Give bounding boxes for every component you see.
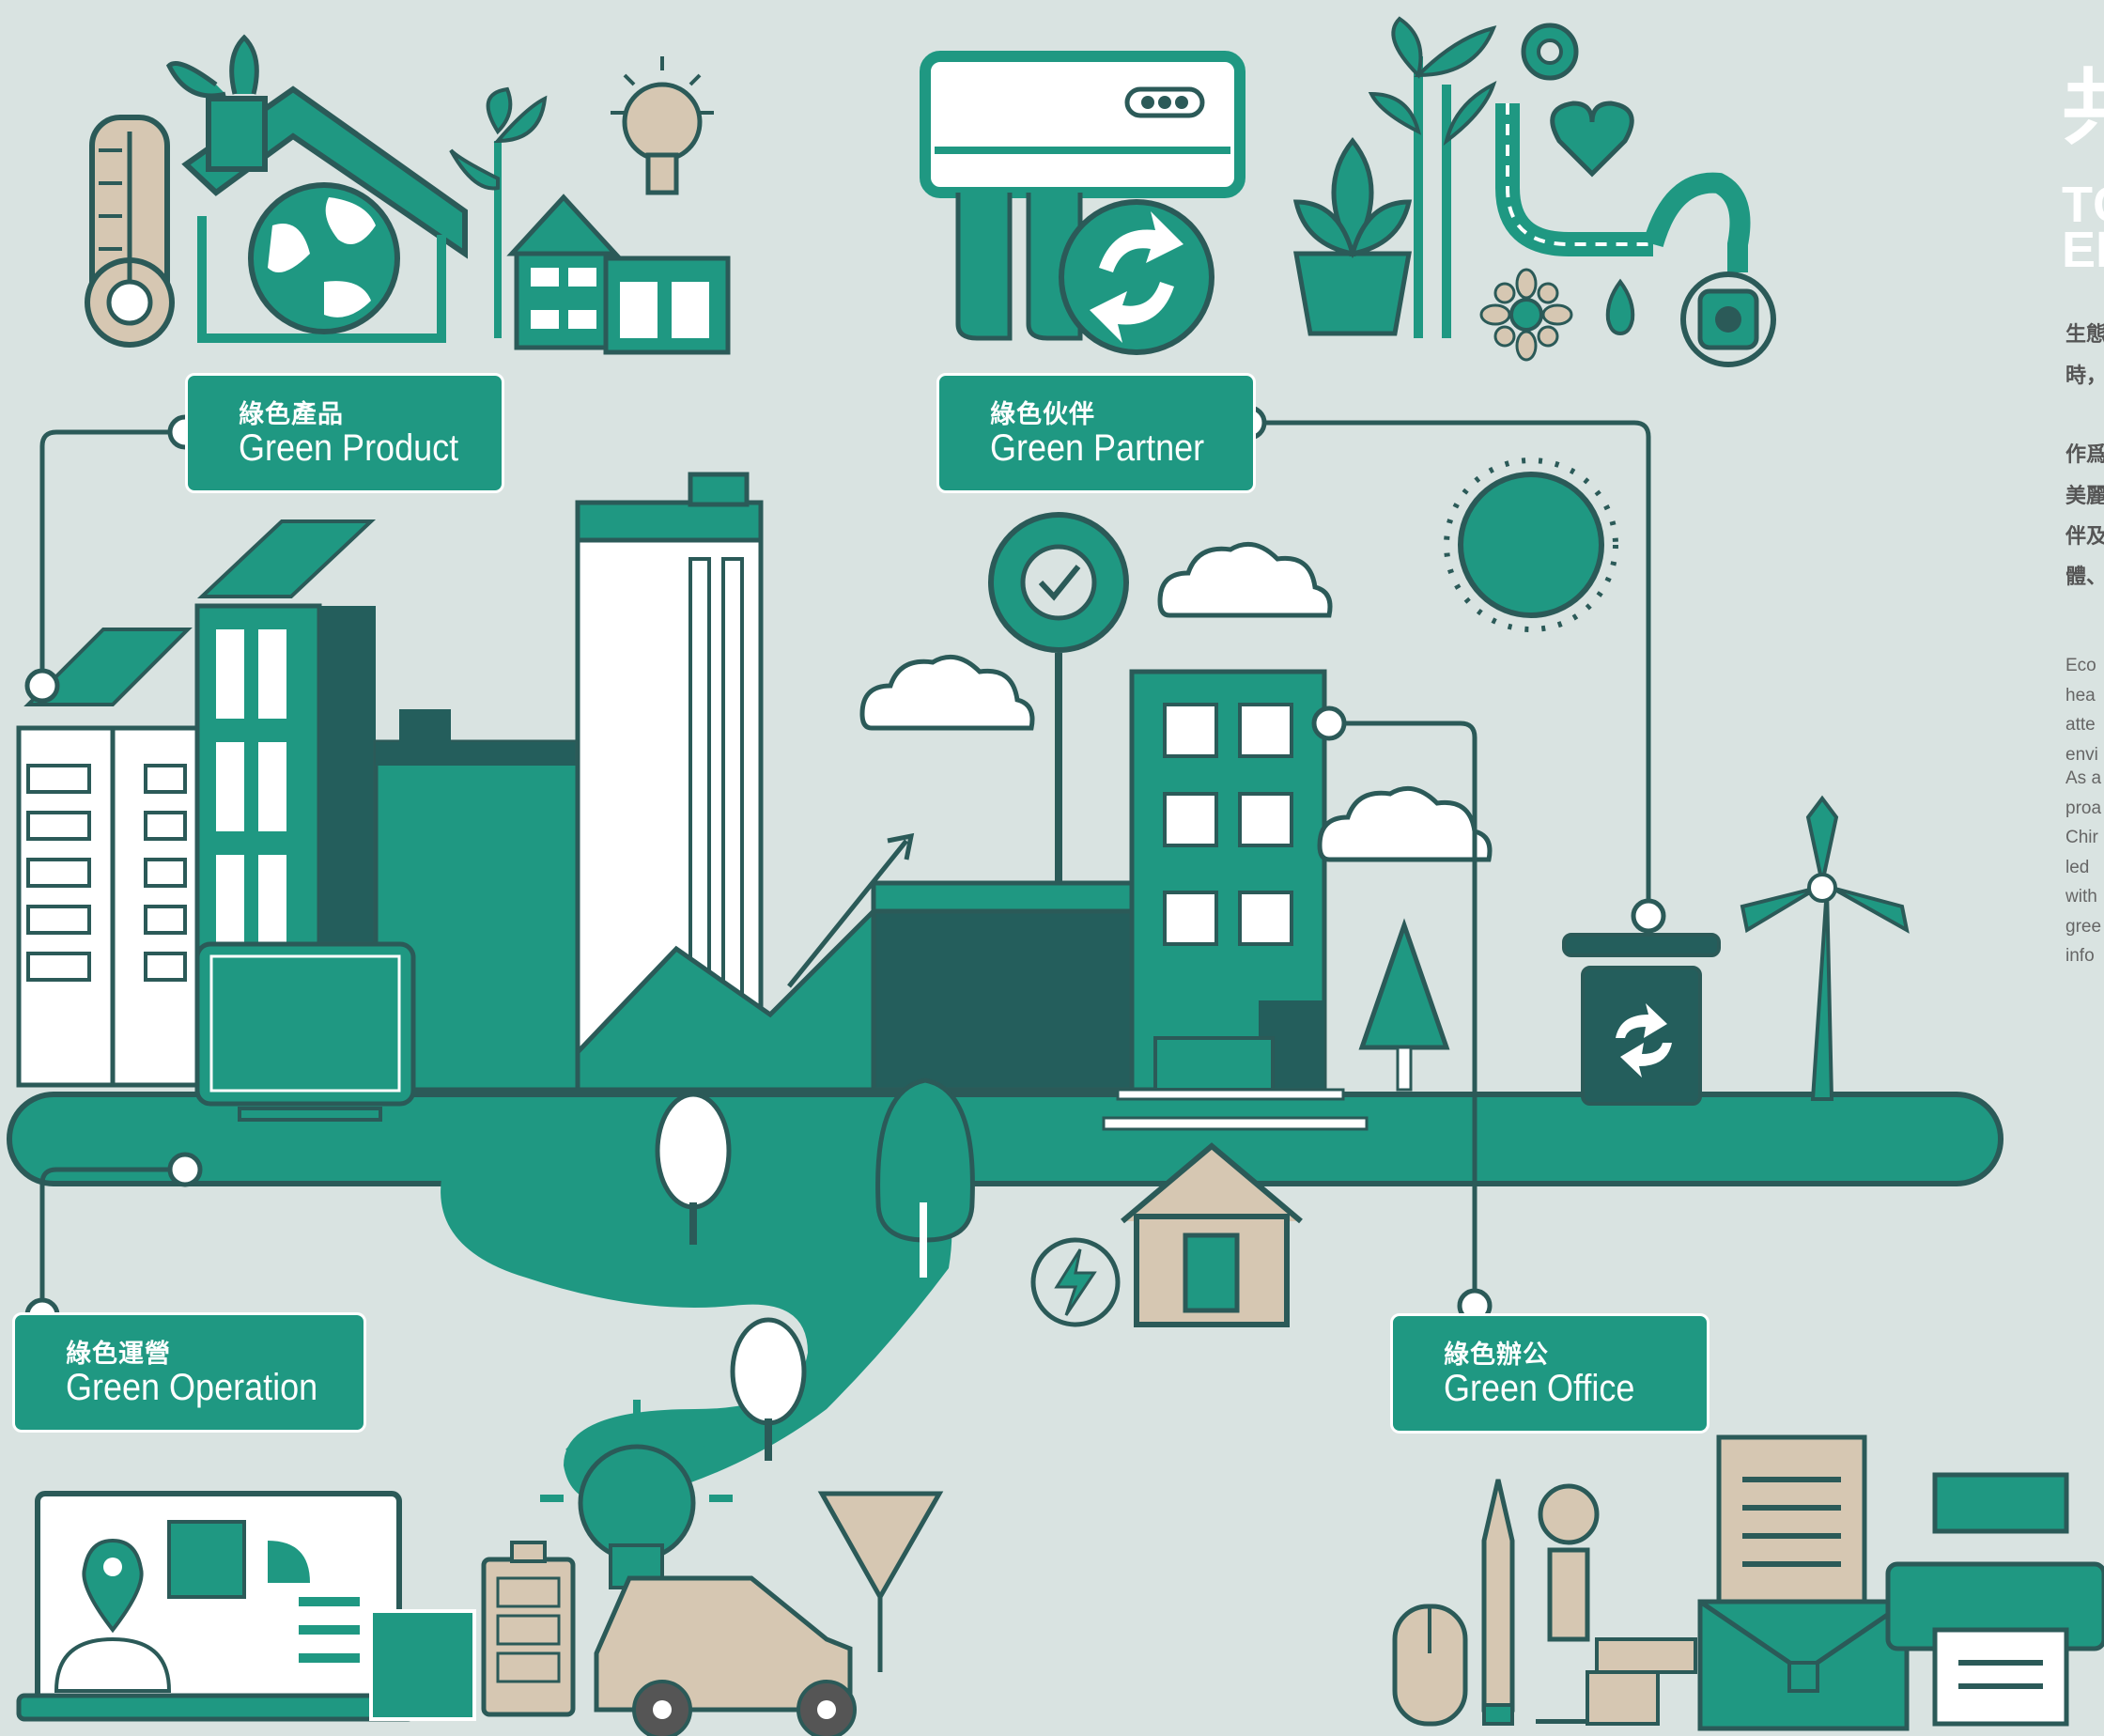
air-conditioner-icon — [920, 51, 1245, 355]
side-zh-line: 伴及 — [2065, 524, 2104, 548]
side-zh-line: 生態 — [2065, 322, 2104, 346]
label-green-partner: 綠色伙伴 Green Partner — [936, 373, 1256, 493]
electric-car-icon — [594, 1575, 857, 1736]
sun-icon — [1444, 457, 1618, 632]
recycle-bin-icon — [1562, 933, 1721, 1106]
side-en-line: As a — [2065, 768, 2102, 788]
connector-lines — [39, 420, 1651, 1315]
small-houses-icon — [506, 194, 731, 355]
house-icon — [1121, 1142, 1303, 1327]
briefcase-icon — [1697, 1599, 1910, 1731]
side-title-zh: 共 — [2062, 61, 2104, 154]
side-en-line: atte — [2065, 715, 2096, 735]
side-title-en-1: TC — [2062, 177, 2104, 233]
side-zh-line: 體、 — [2065, 565, 2104, 588]
side-en-line: envi — [2065, 745, 2098, 765]
building-right-teal — [1102, 669, 1369, 1131]
worker-icon — [1536, 1483, 1697, 1726]
side-en-line: led — [2065, 858, 2090, 877]
check-gear-icon — [988, 512, 1129, 883]
pine-tree — [1358, 918, 1450, 1092]
label-green-operation-zh: 綠色運營 — [66, 1340, 171, 1368]
eco-house-icon — [165, 34, 468, 343]
side-en-line: Chir — [2065, 828, 2098, 847]
trees — [655, 1077, 975, 1461]
label-green-operation: 綠色運營 Green Operation — [12, 1312, 366, 1433]
lightbulb-icon — [611, 56, 714, 195]
label-green-product-zh: 綠色產品 — [239, 400, 344, 428]
side-en-line: proa — [2065, 798, 2102, 818]
label-green-partner-zh: 綠色伙伴 — [990, 400, 1095, 428]
side-en-line: info — [2065, 946, 2095, 966]
eco-pipe-icon — [1495, 23, 1776, 367]
printer-icon — [1885, 1472, 2104, 1727]
side-title-en-2: EI — [2062, 222, 2104, 278]
label-green-office: 綠色辦公 Green Office — [1390, 1313, 1710, 1434]
office-building-low — [871, 880, 1182, 1093]
thermometer-icon — [85, 115, 175, 348]
location-pin-icon — [82, 1538, 144, 1634]
wind-turbine-icon — [1740, 795, 1910, 1101]
label-green-office-zh: 綠色辦公 — [1444, 1341, 1549, 1369]
battery-icon — [481, 1541, 576, 1717]
monitor-icon — [194, 941, 416, 1122]
warning-sign-icon — [817, 1491, 944, 1672]
flower-icon — [1479, 268, 1573, 362]
side-zh-line: 美麗 — [2065, 484, 2104, 507]
sprout-icon — [449, 86, 548, 338]
label-green-operation-en: Green Operation — [66, 1367, 318, 1408]
building-left-white — [16, 725, 200, 1088]
mouse-icon — [1392, 1604, 1468, 1727]
side-zh-line: 時， — [2065, 364, 2104, 387]
label-green-product-en: Green Product — [239, 427, 459, 469]
growing-plants-icon — [1368, 16, 1497, 338]
side-en-line: Eco — [2065, 656, 2096, 675]
side-en-line: gree — [2065, 917, 2102, 937]
pencil-icon — [1481, 1479, 1515, 1726]
ground-road — [7, 1092, 2003, 1503]
label-green-partner-en: Green Partner — [990, 427, 1205, 469]
side-en-line: with — [2065, 887, 2097, 907]
side-text-panel: 共 TC EI 生態 時， 作爲 美麗 伴及 體、 Eco hea atte e… — [2062, 0, 2104, 1736]
laptop-dashboard-icon — [16, 1491, 476, 1722]
solar-panel-left — [23, 519, 377, 706]
lightning-icon — [1030, 1237, 1121, 1327]
side-en-line: hea — [2065, 686, 2096, 705]
side-zh-line: 作爲 — [2065, 442, 2104, 466]
potted-plant-icon — [1292, 136, 1413, 336]
label-green-office-en: Green Office — [1444, 1368, 1635, 1409]
label-green-product: 綠色產品 Green Product — [185, 373, 504, 493]
